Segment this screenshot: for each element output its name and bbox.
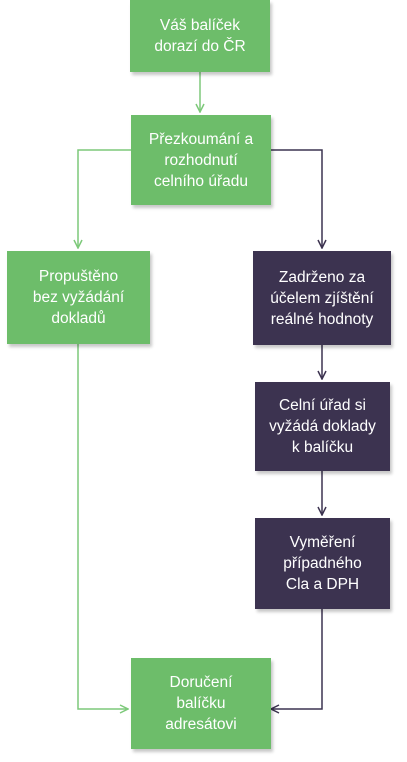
- node-released: Propuštěno bez vyžádání dokladů: [7, 251, 150, 344]
- arrow-review-to-detained: [271, 149, 322, 248]
- arrow-released-to-delivery: [77, 344, 128, 709]
- node-delivery: Doručení balíčku adresátovi: [131, 658, 271, 749]
- node-documents-request: Celní úřad si vyžádá doklady k balíčku: [255, 382, 390, 471]
- node-duty-assessment: Vyměření případného Cla a DPH: [255, 518, 390, 609]
- node-customs-review: Přezkoumání a rozhodnutí celního úřadu: [131, 115, 271, 205]
- arrow-assessment-to-delivery: [271, 609, 323, 709]
- node-detained: Zadrženo za účelem zjíštění reálné hodno…: [253, 251, 391, 345]
- arrow-review-to-released: [78, 149, 131, 248]
- node-arrival: Váš balíček dorazí do ČR: [130, 0, 270, 72]
